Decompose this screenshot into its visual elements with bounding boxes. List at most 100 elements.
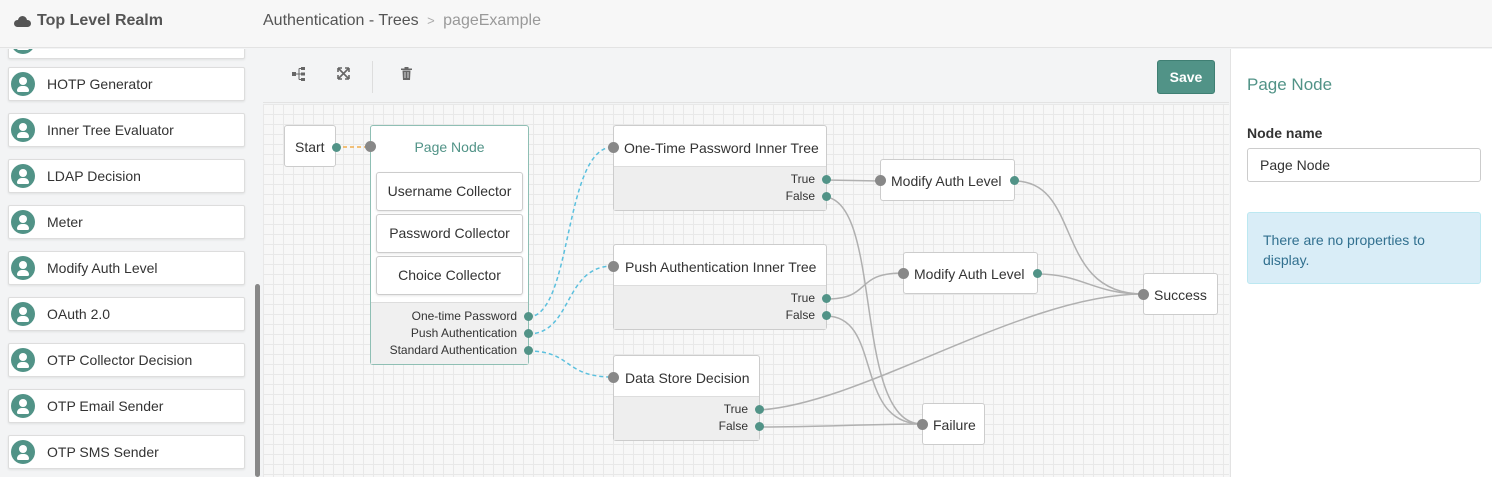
failure-input-port[interactable] [917, 419, 928, 430]
palette-item-inner-tree-evaluator[interactable]: Inner Tree Evaluator [8, 113, 245, 147]
wire-otp-outcome [527, 146, 614, 318]
page-node[interactable]: Page Node Username Collector Password Co… [365, 125, 533, 365]
trash-icon[interactable] [397, 67, 415, 85]
node-type-icon [11, 164, 35, 188]
start-node[interactable]: Start [284, 125, 341, 167]
node-name-field[interactable] [1247, 148, 1481, 182]
palette-item-label: LDAP Decision [47, 168, 141, 184]
wire-modify1-success [1013, 180, 1144, 295]
palette-item-partial[interactable] [8, 49, 245, 59]
sidebar-scrollbar[interactable] [255, 284, 260, 477]
palette-item-label: HOTP Generator [47, 76, 153, 92]
failure-label: Failure [933, 417, 976, 433]
true-output-port[interactable] [822, 175, 831, 184]
toolbar-divider [372, 61, 373, 93]
true-output-port[interactable] [822, 294, 831, 303]
breadcrumb-separator: > [427, 13, 435, 28]
wire-push-false [825, 315, 923, 425]
push-tree-outcomes: True False [614, 285, 831, 329]
modify-auth-level-node-2[interactable]: Modify Auth Level [898, 252, 1042, 294]
breadcrumb-parent-link[interactable]: Authentication - Trees [263, 12, 419, 29]
realm-selector[interactable]: Top Level Realm [14, 12, 163, 30]
top-header: Top Level Realm Authentication - Trees >… [0, 0, 1492, 48]
palette-item-label: Modify Auth Level [47, 260, 158, 276]
push-output-port[interactable] [524, 329, 533, 338]
modify-auth-output-port[interactable] [1033, 269, 1042, 278]
palette-item-label: OTP Email Sender [47, 398, 164, 414]
failure-node[interactable]: Failure [917, 403, 985, 445]
otp-output-port[interactable] [524, 312, 533, 321]
page-node-outcomes: One-time Password Push Authentication St… [371, 302, 533, 364]
node-type-icon [11, 118, 35, 142]
connection-wires [336, 146, 1144, 428]
username-collector-node[interactable]: Username Collector [376, 172, 523, 211]
palette-item-oauth-2[interactable]: OAuth 2.0 [8, 297, 245, 331]
node-type-icon [11, 348, 35, 372]
no-properties-alert: There are no properties to display. [1247, 212, 1481, 284]
realm-name: Top Level Realm [37, 12, 163, 29]
push-inner-tree-node[interactable]: Push Authentication Inner Tree True Fals… [608, 244, 831, 330]
true-output-port[interactable] [755, 405, 764, 414]
false-output-port[interactable] [822, 311, 831, 320]
save-button[interactable]: Save [1157, 60, 1215, 94]
wire-push-outcome [527, 265, 614, 335]
modify-auth-output-port[interactable] [1010, 176, 1019, 185]
otp-inner-tree-node[interactable]: One-Time Password Inner Tree True False [608, 125, 831, 211]
modify-auth-title: Modify Auth Level [891, 173, 1002, 189]
outcome-true-label: True [723, 402, 748, 416]
wire-datastore-false [758, 423, 923, 428]
node-properties-panel: Page Node Node name There are no propert… [1230, 49, 1492, 477]
cloud-icon [14, 15, 31, 27]
success-input-port[interactable] [1138, 289, 1149, 300]
breadcrumb-current: pageExample [443, 12, 541, 29]
fullscreen-icon[interactable] [334, 67, 352, 85]
breadcrumb: Authentication - Trees > pageExample [263, 12, 541, 30]
data-store-input-port[interactable] [608, 372, 619, 383]
outcome-true-label: True [790, 172, 815, 186]
otp-tree-input-port[interactable] [608, 142, 619, 153]
outcome-label: Push Authentication [410, 326, 517, 340]
node-type-icon [11, 302, 35, 326]
palette-item-otp-sms-sender[interactable]: OTP SMS Sender [8, 435, 245, 469]
palette-item-label: Meter [47, 214, 83, 230]
wire-standard-outcome [527, 350, 614, 378]
modify-auth-level-node-1[interactable]: Modify Auth Level [875, 159, 1019, 201]
node-type-icon [11, 72, 35, 96]
push-tree-input-port[interactable] [608, 261, 619, 272]
palette-item-otp-email-sender[interactable]: OTP Email Sender [8, 389, 245, 423]
node-type-icon [11, 440, 35, 464]
false-output-port[interactable] [822, 192, 831, 201]
push-tree-title: Push Authentication Inner Tree [625, 259, 817, 275]
palette-item-meter[interactable]: Meter [8, 205, 245, 239]
modify-auth-title: Modify Auth Level [914, 266, 1025, 282]
false-output-port[interactable] [755, 422, 764, 431]
node-name-label: Node name [1247, 125, 1323, 141]
standard-output-port[interactable] [524, 346, 533, 355]
tree-layout-icon[interactable] [290, 67, 308, 85]
choice-collector-node[interactable]: Choice Collector [376, 256, 523, 295]
node-palette: HOTP Generator Inner Tree Evaluator LDAP… [0, 49, 263, 477]
start-output-port[interactable] [332, 143, 341, 152]
password-collector-node[interactable]: Password Collector [376, 214, 523, 253]
success-node[interactable]: Success [1138, 273, 1218, 315]
palette-item-label: OTP SMS Sender [47, 444, 159, 460]
page-node-input-port[interactable] [365, 141, 376, 152]
node-type-icon [11, 210, 35, 234]
tree-canvas[interactable]: Start Page Node Username Collector Passw… [263, 104, 1229, 477]
palette-item-otp-collector-decision[interactable]: OTP Collector Decision [8, 343, 245, 377]
palette-item-modify-auth-level[interactable]: Modify Auth Level [8, 251, 245, 285]
wire-otp-false [825, 196, 923, 425]
palette-item-hotp-generator[interactable]: HOTP Generator [8, 67, 245, 101]
palette-item-label: OAuth 2.0 [47, 306, 111, 322]
outcome-label: One-time Password [411, 309, 517, 323]
modify-auth-input-port[interactable] [875, 175, 886, 186]
data-store-decision-node[interactable]: Data Store Decision True False [608, 355, 764, 441]
success-label: Success [1154, 287, 1207, 303]
data-store-title: Data Store Decision [625, 370, 750, 386]
outcome-false-label: False [785, 189, 815, 203]
node-type-icon [11, 256, 35, 280]
modify-auth-input-port[interactable] [898, 268, 909, 279]
palette-item-ldap-decision[interactable]: LDAP Decision [8, 159, 245, 193]
node-type-icon [11, 394, 35, 418]
wire-modify2-success [1036, 273, 1144, 295]
